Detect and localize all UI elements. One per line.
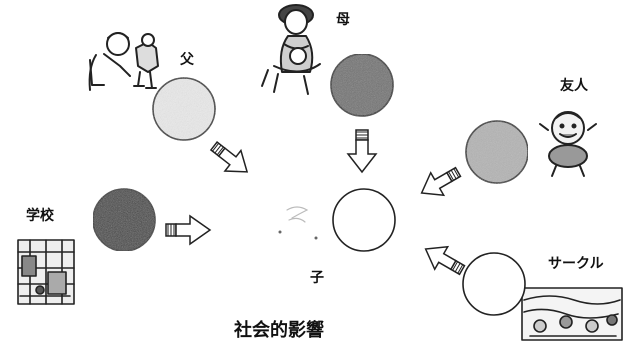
friend-circle [465, 120, 529, 184]
mother-illustration [261, 4, 321, 95]
label-circle-club: サークル [548, 256, 604, 272]
circle-club-circle [462, 252, 526, 316]
father-illustration [88, 32, 159, 91]
label-friend: 友人 [560, 77, 589, 94]
father-circle [152, 77, 216, 141]
mother-circle [330, 53, 394, 117]
arrow-school-to-child [165, 214, 212, 246]
label-father: 父 [179, 52, 195, 68]
label-child: 子 [310, 270, 324, 286]
label-mother: 母 [336, 12, 350, 28]
influence-circles [92, 53, 529, 252]
school-illustration [17, 239, 75, 305]
child-faint-illustration [278, 206, 318, 240]
arrow-friend-to-child [420, 166, 462, 197]
friend-illustration [539, 111, 597, 177]
label-school: 学校 [26, 207, 55, 224]
arrow-circle-to-child [424, 245, 466, 276]
circle-club-illustration [521, 287, 623, 341]
arrow-father-to-child [209, 141, 249, 173]
school-circle [92, 188, 156, 252]
diagram-title: 社会的影響 [234, 319, 324, 341]
arrow-mother-to-child [346, 129, 378, 174]
child-circle [332, 188, 396, 252]
